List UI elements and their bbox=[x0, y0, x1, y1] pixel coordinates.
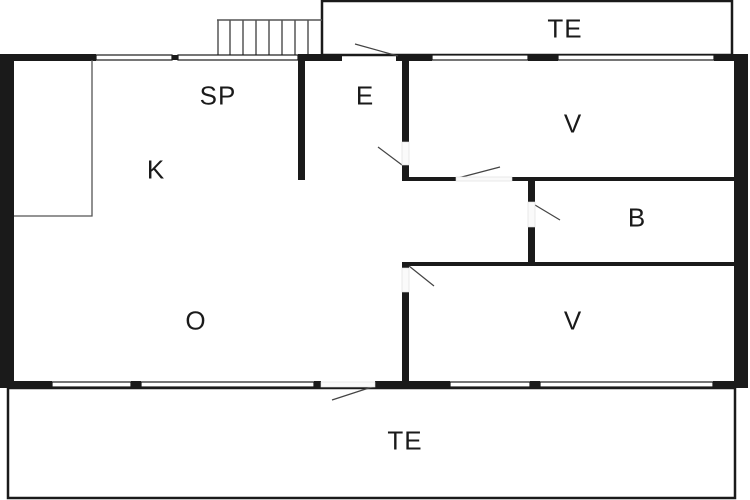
terrace-bottom-outline bbox=[6, 386, 737, 500]
room-label-kitchen: K bbox=[146, 154, 166, 185]
interior-walls bbox=[298, 58, 734, 384]
room-label-living-room: O bbox=[185, 305, 207, 336]
room-label-terrace-top: TE bbox=[547, 13, 583, 44]
door-openings bbox=[320, 141, 536, 388]
exterior-walls bbox=[0, 54, 748, 388]
room-label-bedroom-bottom: V bbox=[563, 305, 583, 336]
room-label-terrace-bottom: TE bbox=[387, 425, 423, 456]
room-label-bedroom-top: V bbox=[563, 108, 583, 139]
stairs bbox=[217, 19, 322, 55]
terrace-top-outline bbox=[320, 0, 734, 57]
door-swings bbox=[331, 43, 561, 401]
windows bbox=[51, 54, 715, 388]
room-label-bathroom: B bbox=[627, 202, 647, 233]
kitchen-counter bbox=[14, 60, 93, 217]
room-label-storage: SP bbox=[199, 80, 237, 111]
room-label-entrance: E bbox=[355, 80, 375, 111]
